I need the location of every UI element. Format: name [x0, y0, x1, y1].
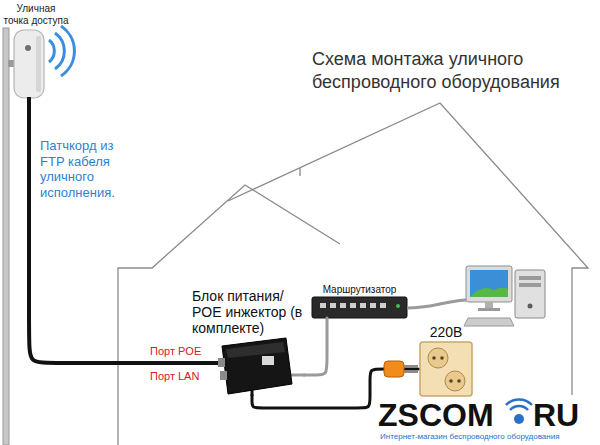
router-port	[320, 303, 326, 308]
monitor-stand	[485, 302, 493, 308]
pole	[3, 28, 9, 445]
power-button	[528, 304, 533, 309]
wifi-wave	[55, 33, 64, 69]
router-port	[350, 303, 356, 308]
logo-tagline: Интернет-магазин беспроводного оборудова…	[380, 432, 559, 441]
cable	[304, 318, 327, 375]
monitor-base	[478, 308, 500, 311]
router-port	[380, 303, 386, 308]
port-label: Порт LAN	[150, 370, 199, 383]
node-label: Блок питания/ POE инжектор (в комплекте)	[192, 288, 304, 336]
injector-body	[222, 338, 292, 394]
plug-prong	[404, 371, 418, 373]
node-label: Уличная точка доступа	[3, 3, 69, 26]
router-port	[370, 303, 376, 308]
house-outline	[118, 185, 340, 445]
access-point: Уличная точка доступа	[3, 3, 69, 111]
drive-slot	[519, 276, 541, 280]
socket-hole	[449, 379, 453, 383]
injector-highlight	[226, 342, 285, 358]
router-led	[396, 304, 400, 308]
cable	[29, 111, 192, 363]
socket-hole	[432, 356, 436, 360]
socket	[445, 371, 465, 391]
house-outline	[299, 168, 300, 176]
wifi-wave	[61, 26, 74, 76]
injector-logo	[262, 356, 274, 365]
socket-hole	[440, 356, 444, 360]
router-body	[312, 297, 407, 318]
keyboard	[464, 318, 514, 326]
socket-hole	[457, 379, 461, 383]
router-port	[340, 303, 346, 308]
power-plug	[384, 361, 404, 377]
drive-slot	[519, 283, 541, 287]
node-label: Маршрутизатор	[312, 284, 407, 296]
monitor	[466, 266, 512, 302]
logo-text: ZSCOM	[378, 397, 494, 434]
access-point-side	[36, 36, 41, 92]
logo-text: RU	[533, 397, 579, 434]
router-port	[360, 303, 366, 308]
plug-prong	[404, 365, 418, 367]
diagram-title: Схема монтажа уличного беспроводного обо…	[312, 48, 594, 93]
pc-cable	[407, 300, 466, 308]
access-point-logo	[25, 45, 31, 51]
node-label: 220В	[418, 324, 474, 340]
wifi-wave	[49, 40, 54, 62]
logo-icon	[514, 414, 524, 424]
router: Маршрутизатор	[312, 284, 407, 319]
poe-injector: Блок питания/ POE инжектор (в комплекте)	[192, 288, 304, 395]
cable-label: Патчкорд из FTP кабеля уличного исполнен…	[40, 138, 130, 200]
monitor-screen	[470, 270, 508, 297]
access-point-body	[14, 30, 44, 98]
port-label: Порт POE	[150, 345, 201, 358]
logo-icon	[506, 399, 532, 405]
logo-icon	[510, 406, 528, 410]
power-outlet: 220В	[418, 324, 474, 398]
socket	[428, 348, 448, 368]
outlet-plate	[420, 342, 472, 396]
router-port	[330, 303, 336, 308]
pc-tower	[515, 270, 545, 318]
lan-port	[220, 371, 227, 380]
poe-port	[218, 358, 225, 367]
screen-hill	[470, 288, 508, 297]
